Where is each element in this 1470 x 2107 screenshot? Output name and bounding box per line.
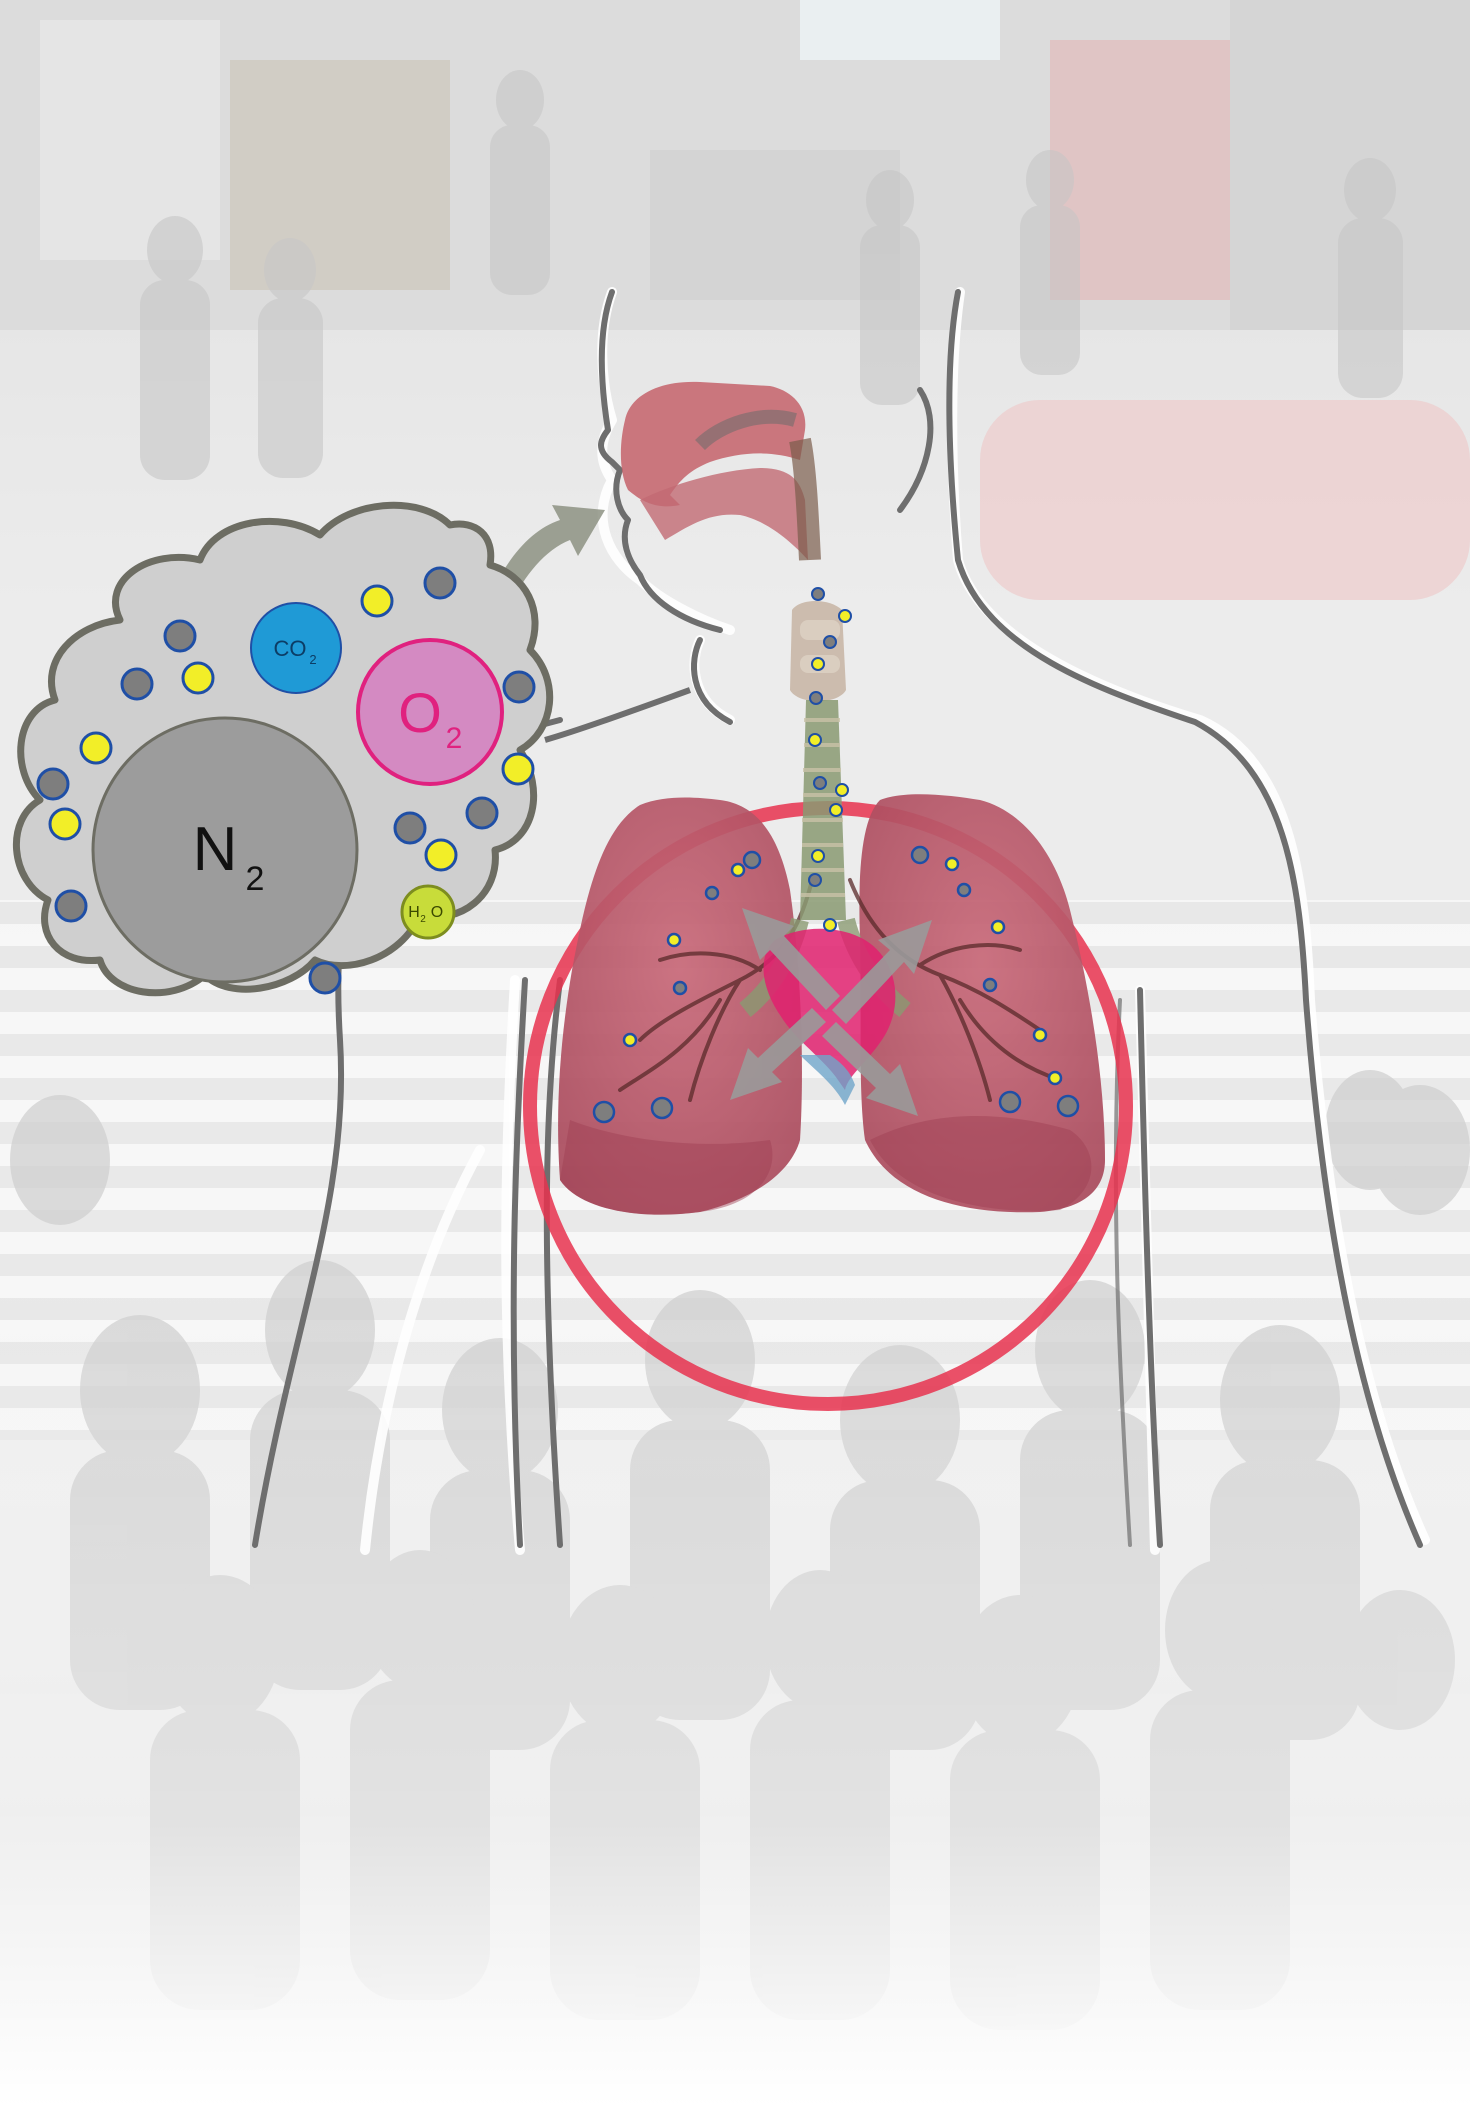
n2-subscript: 2: [246, 860, 265, 898]
h2o-h-label: H: [408, 904, 420, 921]
small-gray-molecule: [56, 891, 86, 921]
small-yellow-molecule: [362, 586, 392, 616]
co2-label: CO: [274, 636, 307, 661]
small-gray-molecule: [425, 568, 455, 598]
h2o-subscript: 2: [420, 914, 426, 925]
small-yellow-molecule: [426, 840, 456, 870]
small-yellow-molecule: [183, 663, 213, 693]
h2o-o-label: O: [431, 904, 443, 921]
larynx: [790, 601, 846, 701]
small-gray-molecule: [310, 963, 340, 993]
small-gray-molecule: [504, 672, 534, 702]
small-yellow-molecule: [50, 809, 80, 839]
small-gray-molecule: [467, 798, 497, 828]
small-yellow-molecule: [81, 733, 111, 763]
small-yellow-molecule: [503, 754, 533, 784]
small-gray-molecule: [38, 769, 68, 799]
small-gray-molecule: [165, 621, 195, 651]
small-gray-molecule: [122, 669, 152, 699]
co2-subscript: 2: [309, 652, 316, 667]
o2-label: O: [398, 681, 442, 744]
small-gray-molecule: [395, 813, 425, 843]
n2-label: N: [193, 815, 238, 884]
o2-subscript: 2: [446, 722, 463, 755]
